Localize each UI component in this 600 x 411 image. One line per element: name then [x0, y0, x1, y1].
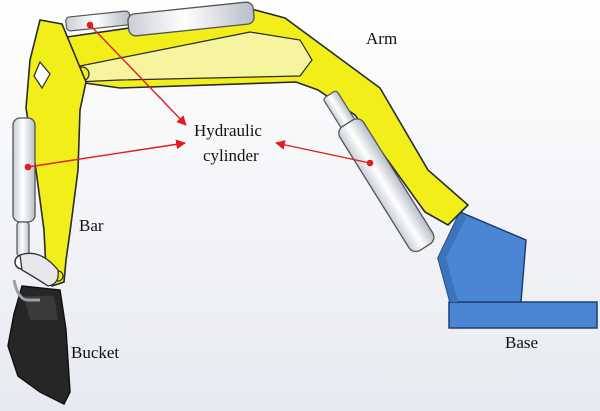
label-bar: Bar	[79, 216, 104, 235]
label-arm: Arm	[366, 29, 397, 48]
dot-left-cylinder	[24, 163, 32, 171]
dot-top-cylinder	[86, 21, 94, 29]
arrow-right-cylinder	[275, 140, 371, 164]
label-cylinder: cylinder	[203, 146, 259, 165]
dot-right-cylinder	[366, 159, 374, 167]
arrow-top-cylinder	[89, 24, 187, 126]
label-bucket: Bucket	[71, 343, 119, 362]
hydraulic-cylinder-top	[65, 1, 255, 37]
base-housing	[437, 211, 527, 303]
base-housing-shade	[438, 212, 466, 302]
bucket-shade	[24, 296, 58, 320]
callout-arrows	[24, 21, 374, 171]
label-base: Base	[505, 333, 538, 352]
label-hydraulic: Hydraulic	[194, 121, 262, 140]
bucket-linkage	[19, 252, 59, 287]
bucket	[7, 279, 71, 406]
bar-cutout	[33, 60, 51, 90]
arrow-left-cylinder	[27, 139, 186, 168]
bucket-hinge	[12, 279, 40, 302]
hydraulic-cylinder-left	[12, 117, 36, 270]
base-plate	[448, 301, 598, 329]
hydraulic-cylinder-right	[323, 90, 435, 253]
